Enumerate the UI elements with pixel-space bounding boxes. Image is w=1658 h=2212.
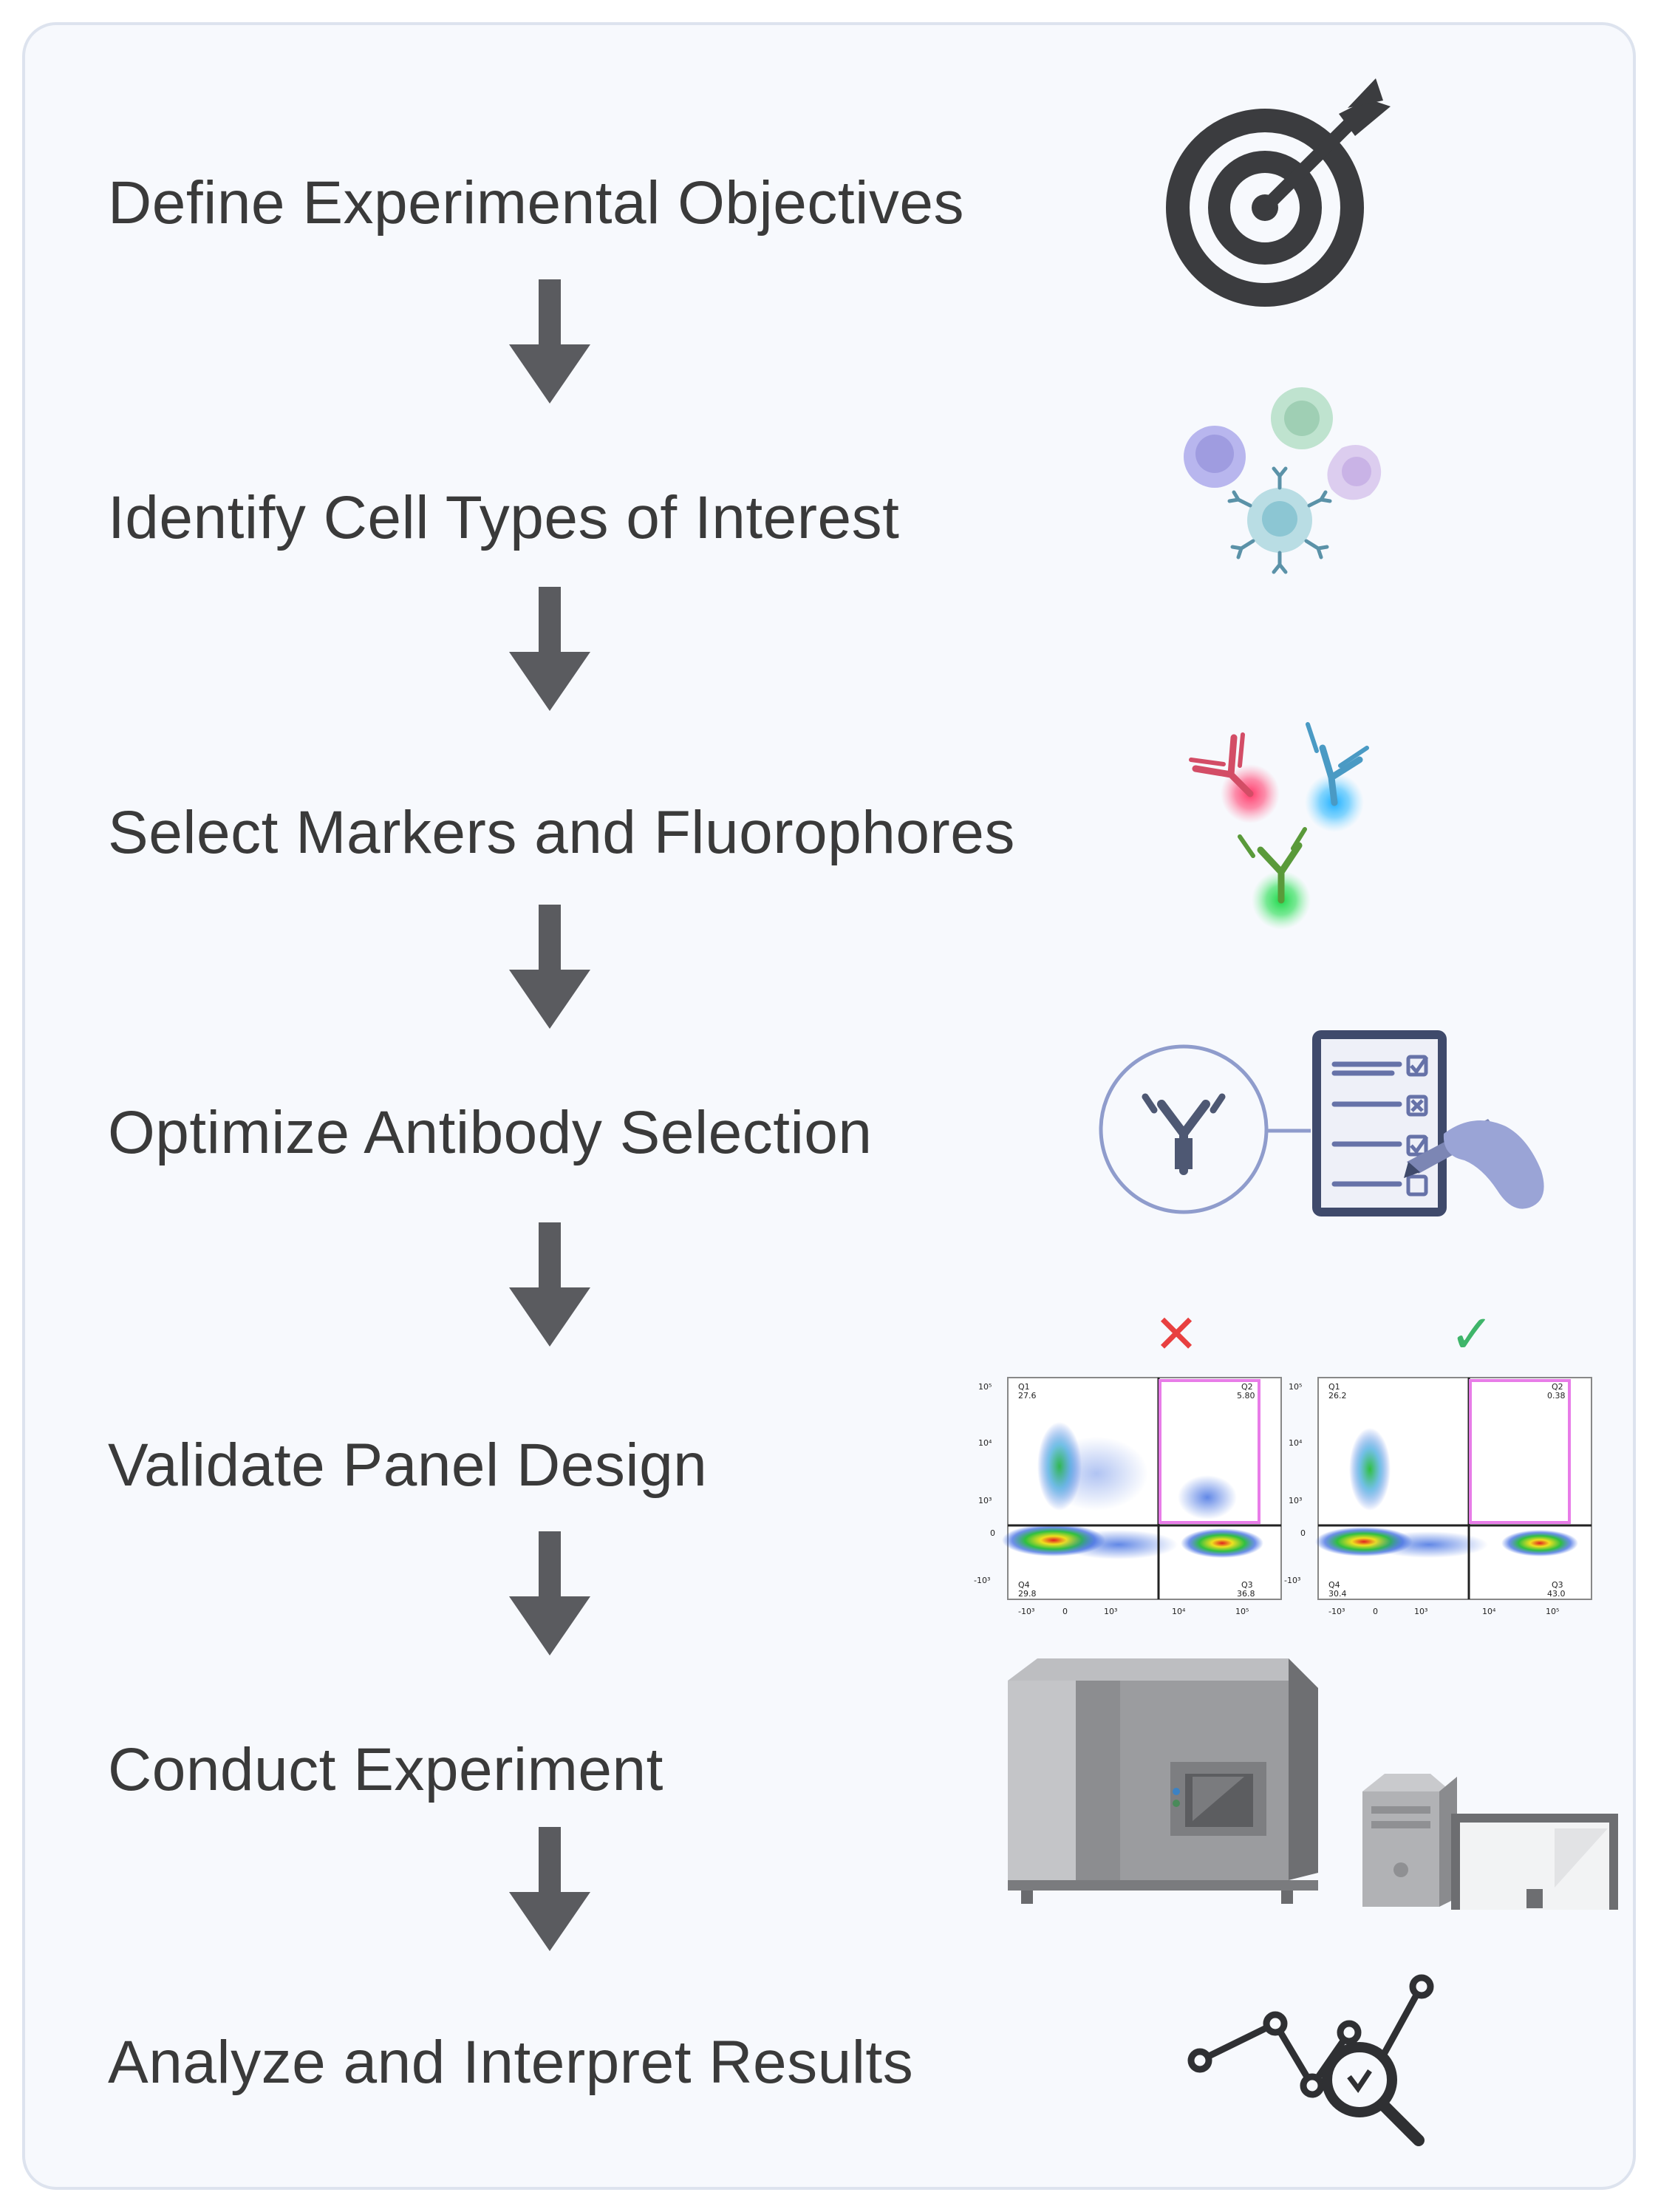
step-select-markers: Select Markers and Fluorophores <box>108 799 1015 866</box>
x-tick-label: 10⁵ <box>1546 1607 1559 1616</box>
x-tick-label: 10³ <box>1104 1607 1117 1616</box>
q3-value: 43.0 <box>1547 1589 1566 1599</box>
flow-cytometry-plots-icon: ✕ ✓ Q1 27.6 Q2 5.80 Q4 29.8 Q3 <box>971 1282 1621 1636</box>
q2-value: 0.38 <box>1547 1391 1566 1401</box>
step-analyze-results: Analyze and Interpret Results <box>108 2029 914 2096</box>
down-arrow-icon <box>509 1827 590 1951</box>
q2-value: 5.80 <box>1237 1391 1255 1401</box>
y-tick-label: 10⁴ <box>1289 1438 1303 1448</box>
down-arrow-icon <box>509 1531 590 1655</box>
valid-mark-icon: ✓ <box>1450 1303 1494 1365</box>
x-tick-label: 10⁵ <box>1235 1607 1249 1616</box>
x-tick-label: 10⁴ <box>1172 1607 1186 1616</box>
q1-label: Q1 <box>1018 1382 1030 1392</box>
y-tick-label: 10³ <box>978 1496 992 1505</box>
y-tick-label: 10⁵ <box>1289 1382 1302 1392</box>
down-arrow-icon <box>509 587 590 711</box>
x-tick-label: 0 <box>1062 1607 1068 1616</box>
x-tick-label: 0 <box>1373 1607 1378 1616</box>
q4-value: 29.8 <box>1018 1589 1037 1599</box>
q4-value: 30.4 <box>1328 1589 1347 1599</box>
q4-label: Q4 <box>1018 1580 1030 1590</box>
y-tick-label: 10³ <box>1289 1496 1302 1505</box>
q3-value: 36.8 <box>1237 1589 1255 1599</box>
q1-label: Q1 <box>1328 1382 1340 1392</box>
y-tick-label: 0 <box>1300 1528 1306 1538</box>
q4-label: Q4 <box>1328 1580 1340 1590</box>
step-identify-cells: Identify Cell Types of Interest <box>108 484 900 551</box>
y-tick-label: 0 <box>990 1528 995 1538</box>
q3-label: Q3 <box>1552 1580 1563 1590</box>
down-arrow-icon <box>509 1222 590 1347</box>
invalid-mark-icon: ✕ <box>1154 1303 1198 1365</box>
q2-label: Q2 <box>1552 1382 1563 1392</box>
y-tick-label: -10³ <box>974 1576 990 1585</box>
flow-plot-good: Q1 26.2 Q2 0.38 Q4 30.4 Q3 43.0 <box>1315 1377 1592 1600</box>
analysis-chart-icon <box>1178 1932 1473 2168</box>
cells-icon <box>1148 380 1399 616</box>
step-conduct-experiment: Conduct Experiment <box>108 1736 663 1803</box>
q1-value: 26.2 <box>1328 1391 1347 1401</box>
q1-value: 27.6 <box>1018 1391 1037 1401</box>
cytometer-computer-icon <box>1008 1629 1628 1910</box>
x-tick-label: -10³ <box>1328 1607 1345 1616</box>
y-tick-label: 10⁵ <box>978 1382 992 1392</box>
step-optimize-antibody: Optimize Antibody Selection <box>108 1099 873 1166</box>
q2-label: Q2 <box>1241 1382 1253 1392</box>
workflow-card: Define Experimental Objectives Identify … <box>22 22 1636 2190</box>
x-tick-label: 10³ <box>1414 1607 1427 1616</box>
y-tick-label: 10⁴ <box>978 1438 992 1448</box>
fluorescent-antibodies-icon <box>1163 695 1414 946</box>
step-define-objectives: Define Experimental Objectives <box>108 169 964 236</box>
down-arrow-icon <box>509 905 590 1029</box>
step-validate-panel: Validate Panel Design <box>108 1432 708 1499</box>
target-icon <box>1154 78 1405 315</box>
antibody-checklist-icon <box>1074 1023 1592 1245</box>
x-tick-label: 10⁴ <box>1482 1607 1496 1616</box>
flow-plot-bad: Q1 27.6 Q2 5.80 Q4 29.8 Q3 36.8 <box>1002 1377 1282 1600</box>
x-tick-label: -10³ <box>1018 1607 1034 1616</box>
down-arrow-icon <box>509 279 590 404</box>
y-tick-label: -10³ <box>1284 1576 1300 1585</box>
q3-label: Q3 <box>1241 1580 1253 1590</box>
